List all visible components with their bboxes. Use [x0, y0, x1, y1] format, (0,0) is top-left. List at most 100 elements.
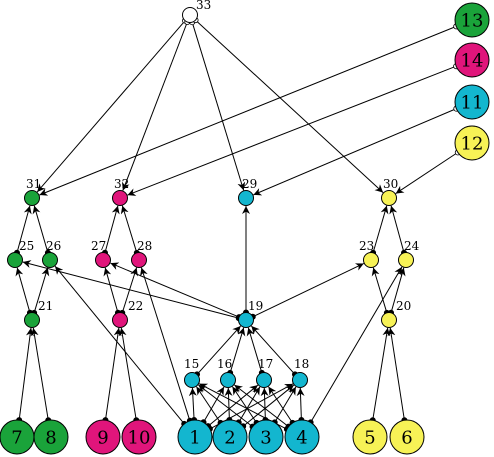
node-label-29: 29 [242, 177, 257, 191]
node-circle-16 [220, 372, 236, 388]
edge-33-to-31 [36, 20, 186, 193]
node-11: 11 [454, 84, 490, 120]
node-label-25: 25 [19, 239, 34, 253]
node-16: 16 [217, 357, 236, 388]
node-circle-4 [284, 419, 320, 455]
node-circle-33 [182, 7, 198, 23]
node-circle-28 [131, 252, 147, 268]
edge-33-to-29 [191, 22, 246, 191]
edge-33-to-30 [195, 19, 384, 193]
node-label-17: 17 [258, 357, 273, 371]
edge-4-to-18 [296, 387, 305, 421]
node-circle-6 [389, 419, 425, 455]
node-19: 19 [238, 299, 263, 328]
edge-23-to-30 [372, 205, 389, 253]
node-circle-12 [454, 125, 490, 161]
node-29: 29 [238, 177, 257, 206]
node-24: 24 [398, 239, 420, 268]
node-circle-15 [184, 372, 200, 388]
node-label-8: 8 [45, 428, 56, 449]
edge-20-to-23 [371, 267, 388, 313]
node-label-31: 31 [26, 177, 41, 191]
edge-27-to-32 [104, 205, 120, 253]
node-circle-25 [7, 252, 23, 268]
node-32: 32 [112, 177, 129, 206]
node-circle-32 [112, 190, 128, 206]
node-circle-11 [454, 84, 490, 120]
node-circle-29 [238, 190, 254, 206]
node-label-2: 2 [224, 428, 235, 449]
node-label-10: 10 [128, 428, 151, 449]
node-18: 18 [292, 357, 309, 388]
node-circle-30 [381, 190, 397, 206]
node-23: 23 [359, 239, 379, 268]
node-label-30: 30 [383, 177, 398, 191]
node-label-23: 23 [359, 239, 374, 253]
node-label-20: 20 [396, 299, 411, 313]
node-3: 3 [248, 419, 284, 455]
node-26: 26 [42, 239, 61, 268]
node-label-24: 24 [404, 239, 420, 253]
edge-4-to-24 [310, 266, 403, 423]
edge-1-to-15 [188, 387, 197, 421]
edge-11-to-29 [253, 108, 457, 196]
edge-3-to-17 [260, 387, 269, 421]
node-circle-22 [112, 312, 128, 328]
node-label-14: 14 [461, 51, 484, 72]
edge-22-to-28 [121, 267, 138, 314]
node-1: 1 [177, 419, 213, 455]
edge-1-to-28 [140, 267, 191, 421]
node-circle-24 [398, 252, 414, 268]
node-circle-26 [42, 252, 58, 268]
node-label-6: 6 [401, 428, 412, 449]
edge-19-to-23 [252, 263, 365, 318]
edge-4-to-17 [268, 386, 293, 424]
edge-5-to-20 [372, 327, 391, 421]
node-circle-21 [24, 312, 40, 328]
node-label-21: 21 [38, 299, 53, 313]
node-label-1: 1 [189, 428, 200, 449]
node-13: 13 [454, 2, 490, 38]
node-circle-19 [238, 312, 254, 328]
node-circle-23 [363, 252, 379, 268]
edge-10-to-22 [118, 327, 137, 421]
edge-tails-layer [13, 17, 461, 433]
node-circle-31 [24, 190, 40, 206]
node-label-33: 33 [196, 0, 211, 12]
edge-22-to-27 [103, 267, 119, 313]
node-4: 4 [284, 419, 320, 455]
node-17: 17 [256, 357, 273, 388]
node-label-4: 4 [296, 428, 307, 449]
node-label-26: 26 [46, 239, 61, 253]
node-21: 21 [24, 299, 53, 328]
node-label-27: 27 [91, 239, 106, 253]
node-label-18: 18 [294, 357, 309, 371]
edge-19-to-25 [22, 260, 239, 319]
node-circle-27 [95, 252, 111, 268]
node-circle-9 [85, 419, 121, 455]
node-label-13: 13 [461, 11, 484, 32]
node-label-16: 16 [217, 357, 232, 371]
edge-12-to-30 [395, 151, 459, 194]
node-25: 25 [7, 239, 34, 268]
node-7: 7 [0, 419, 35, 455]
node-label-11: 11 [461, 93, 484, 114]
edge-18-to-19 [250, 325, 296, 375]
edge-17-to-19 [246, 327, 263, 373]
node-5: 5 [352, 419, 388, 455]
node-14: 14 [454, 42, 490, 78]
edge-3-to-15 [198, 384, 253, 428]
node-28: 28 [131, 239, 152, 268]
node-label-9: 9 [97, 428, 108, 449]
edge-13-to-31 [39, 25, 457, 196]
edge-2-to-17 [238, 386, 261, 423]
node-circle-10 [121, 419, 157, 455]
node-27: 27 [91, 239, 111, 268]
node-label-28: 28 [137, 239, 152, 253]
edge-24-to-30 [389, 205, 405, 253]
edge-7-to-21 [18, 327, 34, 421]
edge-33-to-32 [121, 21, 188, 191]
node-circle-17 [256, 372, 272, 388]
